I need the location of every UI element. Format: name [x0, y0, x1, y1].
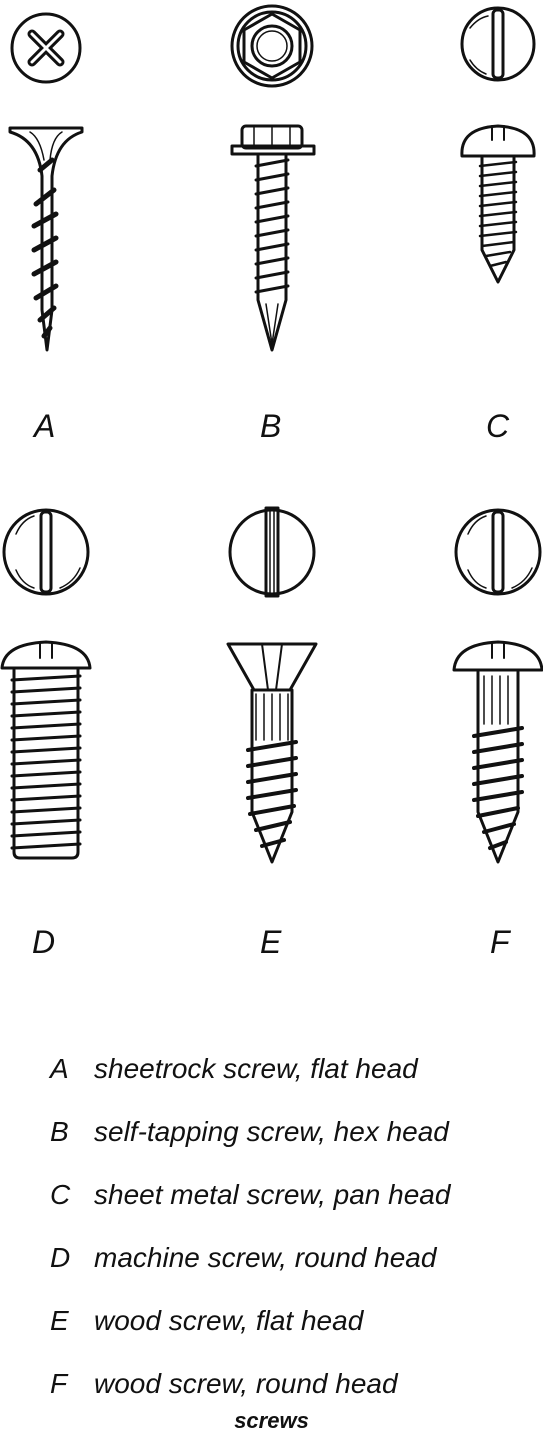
- slotted-head-icon: [2, 508, 90, 596]
- screw-label-e: E: [260, 924, 282, 960]
- figure-caption: screws: [234, 1408, 309, 1433]
- legend-letter: A: [50, 1053, 69, 1084]
- screw-label-a: A: [34, 408, 56, 444]
- slotted-head-icon: [454, 508, 542, 596]
- sheet-metal-screw-side-view: [460, 124, 536, 284]
- legend-description: self-tapping screw, hex head: [94, 1116, 449, 1147]
- legend-letter: D: [50, 1242, 71, 1273]
- slotted-head-icon: [228, 506, 316, 598]
- phillips-head-icon: [10, 12, 82, 84]
- sheetrock-screw-side-view: [8, 126, 84, 352]
- hex-head-icon: [230, 4, 314, 88]
- legend-letter: E: [50, 1305, 69, 1336]
- screw-label-c: C: [486, 408, 510, 444]
- slotted-head-icon: [460, 6, 536, 82]
- legend-letter: B: [50, 1116, 69, 1147]
- legend-description: sheet metal screw, pan head: [94, 1179, 451, 1210]
- wood-screw-round-head-side-view: [452, 640, 543, 864]
- screw-label-d: D: [32, 924, 56, 960]
- screw-illustrations: [0, 4, 543, 864]
- wood-screw-flat-head-side-view: [226, 642, 318, 864]
- screw-label-b: B: [260, 408, 282, 444]
- legend-description: wood screw, round head: [94, 1368, 398, 1399]
- legend-description: sheetrock screw, flat head: [94, 1053, 418, 1084]
- legend-description: wood screw, flat head: [94, 1305, 364, 1336]
- legend-letter: F: [50, 1368, 68, 1399]
- legend-description: machine screw, round head: [94, 1242, 437, 1273]
- screw-label-f: F: [490, 924, 510, 960]
- legend-letter: C: [50, 1179, 71, 1210]
- machine-screw-side-view: [0, 640, 92, 860]
- self-tapping-screw-side-view: [230, 124, 316, 352]
